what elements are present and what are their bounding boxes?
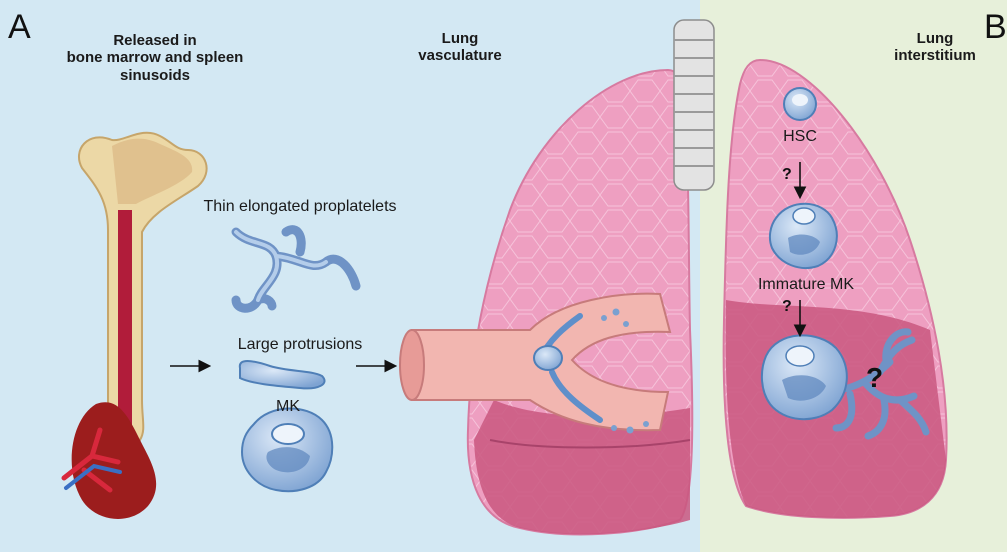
mk-cell-icon bbox=[242, 408, 332, 491]
immature-mk-cell-icon bbox=[770, 204, 837, 268]
release-site-label: Released in bone marrow and spleen sinus… bbox=[50, 32, 260, 84]
protrusions-label: Large protrusions bbox=[200, 336, 400, 354]
lung-vasc-line-1: Lung bbox=[400, 30, 520, 47]
proplatelets-label: Thin elongated proplatelets bbox=[170, 198, 430, 216]
panel-a-letter: A bbox=[8, 8, 31, 47]
lung-vasc-line-2: vasculature bbox=[400, 47, 520, 64]
lung-interstitium-label: Lung interstitium bbox=[880, 30, 990, 65]
femur-bone-icon bbox=[79, 133, 207, 440]
hsc-cell-icon bbox=[784, 88, 816, 120]
large-protrusion-icon bbox=[240, 361, 325, 388]
trachea-icon bbox=[674, 20, 714, 190]
release-line-2: bone marrow and spleen bbox=[50, 49, 260, 66]
immature-mk-label: Immature MK bbox=[736, 276, 876, 294]
lung-vasculature-label: Lung vasculature bbox=[400, 30, 520, 65]
question-mark-1: ? bbox=[782, 166, 792, 184]
release-line-3: sinusoids bbox=[50, 67, 260, 84]
release-line-1: Released in bbox=[50, 32, 260, 49]
lung-int-line-2: interstitium bbox=[880, 47, 990, 64]
question-mark-3: ? bbox=[866, 362, 883, 394]
question-mark-2: ? bbox=[782, 298, 792, 316]
lung-int-line-1: Lung bbox=[880, 30, 990, 47]
hsc-label: HSC bbox=[770, 128, 830, 146]
mk-label: MK bbox=[258, 398, 318, 416]
